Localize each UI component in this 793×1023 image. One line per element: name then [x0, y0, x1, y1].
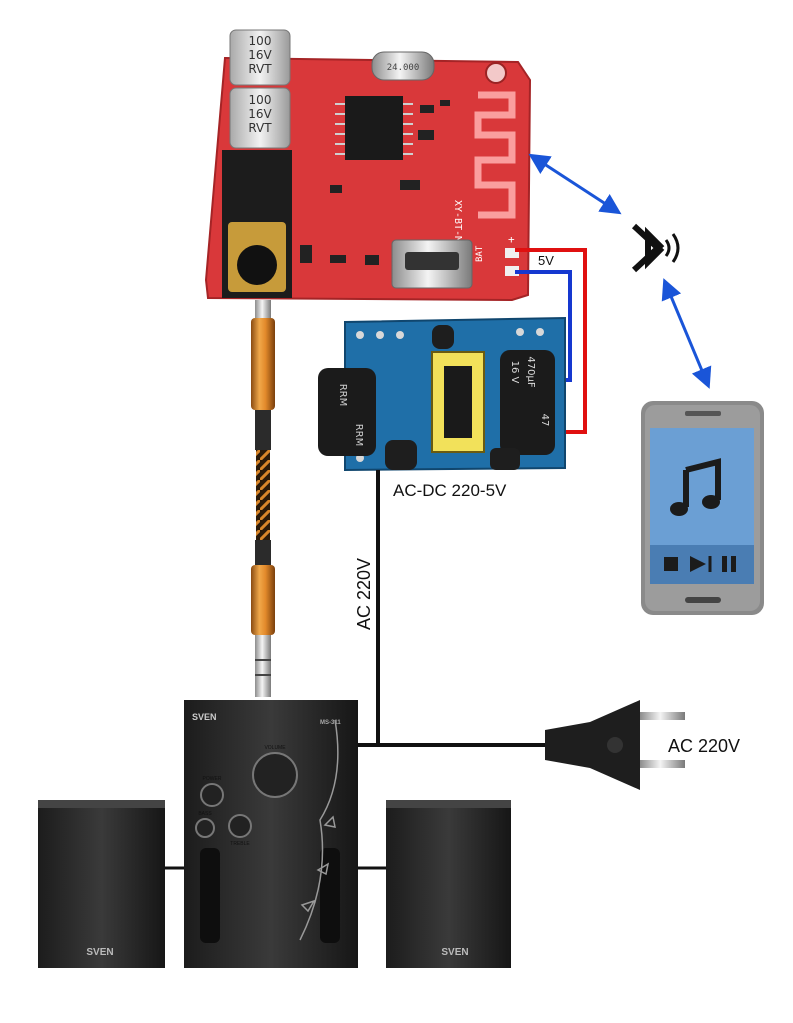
ac-dc-converter-module: 470µF 16 V 47 RRM RRM AC-DC 220-5V — [318, 316, 566, 500]
treble-knob — [228, 814, 252, 838]
smartphone — [641, 401, 764, 615]
speaker-left: SVEN — [38, 800, 165, 968]
svg-text:RVT: RVT — [248, 121, 272, 135]
svg-text:16V: 16V — [248, 107, 272, 121]
label-5v: 5V — [538, 253, 554, 268]
bluetooth-audio-module: 100 16V RVT 100 16V RVT 24.000 — [204, 29, 532, 302]
stop-icon — [664, 557, 678, 571]
label-ac-plug: AC 220V — [668, 736, 740, 756]
svg-text:SVEN: SVEN — [86, 947, 113, 958]
volume-knob — [252, 752, 298, 798]
pcb-antenna — [474, 91, 516, 219]
svg-text:RRM: RRM — [337, 384, 348, 407]
svg-text:SVEN: SVEN — [192, 712, 217, 722]
svg-text:16V: 16V — [248, 48, 272, 62]
svg-text:SVEN: SVEN — [441, 947, 468, 958]
capacitor-470uf: 470µF 16 V 47 — [500, 350, 555, 455]
svg-text:100: 100 — [249, 34, 272, 48]
label-converter: AC-DC 220-5V — [393, 481, 507, 500]
wireless-link — [528, 153, 712, 389]
bass-knob — [195, 818, 215, 838]
ac-power-line: AC 220V — [354, 470, 545, 747]
crystal-oscillator: 24.000 — [371, 51, 435, 81]
speaker-system: SVEN SVEN MS-311 VOLUME POWER BASS TREBL… — [38, 700, 511, 968]
svg-text:24.000: 24.000 — [387, 63, 420, 73]
capacitor-2: 100 16V RVT — [229, 87, 291, 149]
bluetooth-icon — [631, 223, 680, 273]
svg-text:MS-311: MS-311 — [320, 720, 341, 726]
music-note-icon — [670, 458, 721, 516]
main-chip — [345, 96, 403, 160]
audio-jack — [222, 150, 292, 298]
svg-text:BASS: BASS — [198, 811, 212, 817]
audio-cable — [251, 300, 275, 697]
speaker-right: SVEN — [386, 800, 511, 968]
svg-text:RRM: RRM — [353, 424, 364, 447]
svg-text:100: 100 — [249, 93, 272, 107]
pause-icon — [722, 556, 736, 572]
micro-usb-port — [391, 239, 473, 289]
red-wire — [515, 248, 587, 434]
power-knob — [200, 783, 224, 807]
play-icon — [690, 556, 706, 572]
arrow-module-to-bt — [528, 153, 622, 215]
capacitor-1: 100 16V RVT — [229, 29, 291, 86]
power-plug: AC 220V — [545, 700, 740, 790]
subwoofer-center: SVEN MS-311 VOLUME POWER BASS TREBLE — [184, 700, 358, 968]
svg-text:POWER: POWER — [203, 776, 222, 782]
capacitor-rrm: RRM RRM — [318, 368, 376, 456]
svg-text:BAT: BAT — [475, 245, 485, 262]
svg-text:16 V: 16 V — [509, 361, 520, 384]
floral-decoration — [299, 719, 339, 941]
svg-text:RVT: RVT — [248, 62, 272, 76]
label-ac-line: AC 220V — [354, 558, 374, 630]
svg-text:+: + — [508, 233, 515, 246]
svg-text:470µF: 470µF — [525, 356, 536, 387]
svg-text:XY-BT-MINI: XY-BT-MINI — [452, 200, 463, 260]
svg-text:47: 47 — [539, 414, 550, 427]
arrow-bt-to-phone — [661, 278, 712, 389]
svg-text:VOLUME: VOLUME — [264, 745, 286, 751]
svg-text:TREBLE: TREBLE — [230, 841, 250, 847]
